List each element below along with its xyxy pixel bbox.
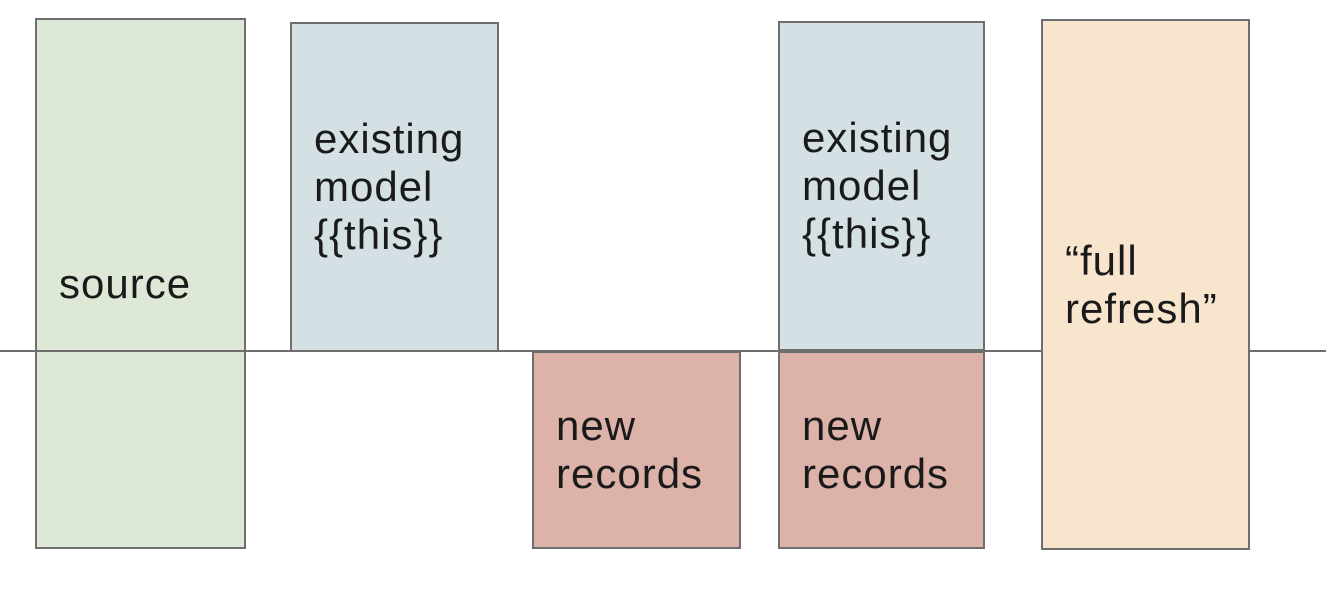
box-existing-model-1: existing model {{this}} [290,22,499,352]
box-existing-model-2: existing model {{this}} [778,21,985,351]
box-new-records-1-label: new records [556,402,704,497]
box-full-refresh-label: “full refresh” [1065,236,1218,332]
box-source: source [35,18,246,549]
box-new-records-2-label: new records [802,402,950,497]
box-source-label: source [59,259,192,307]
box-full-refresh: “full refresh” [1041,19,1250,550]
box-new-records-1: new records [532,351,741,549]
box-existing-model-2-label: existing model {{this}} [802,114,953,257]
box-new-records-2: new records [778,351,985,549]
box-existing-model-1-label: existing model {{this}} [314,115,465,258]
